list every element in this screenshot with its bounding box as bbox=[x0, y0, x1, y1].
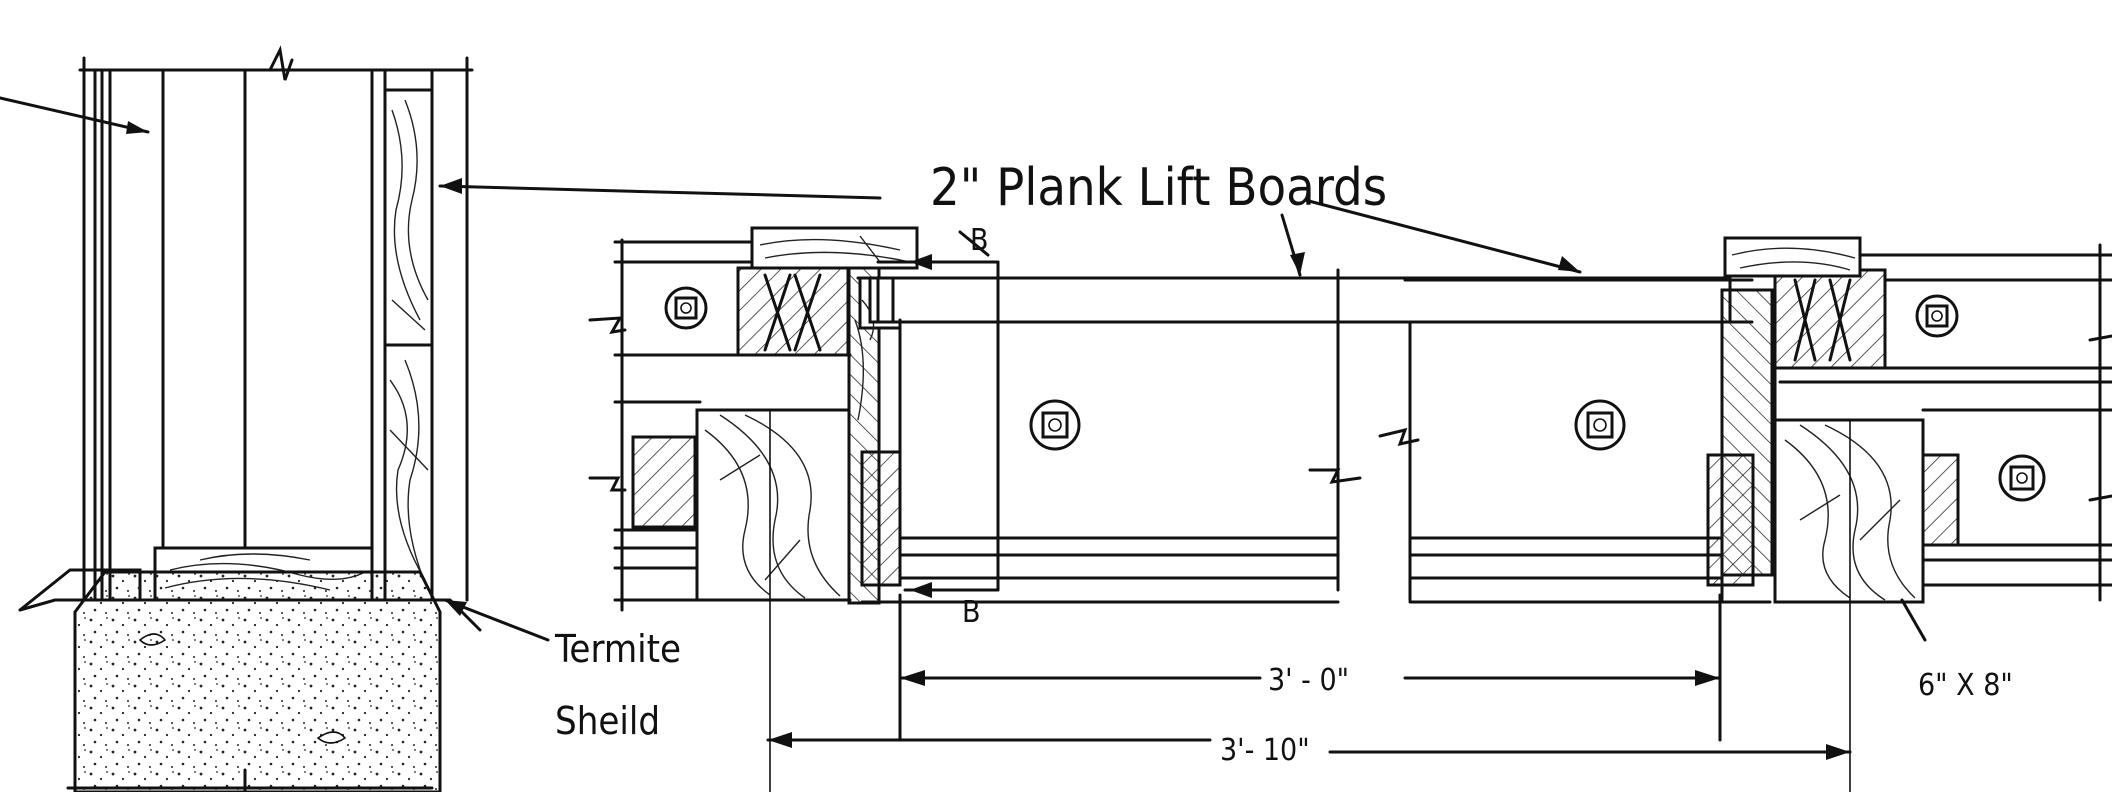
termite-label-line2: Sheild bbox=[555, 699, 660, 743]
section-marker-b: B B bbox=[876, 223, 1000, 630]
dimension-outer: 3'- 10" bbox=[766, 732, 1852, 768]
wall-section bbox=[0, 45, 882, 792]
plank-frame-right bbox=[1378, 236, 2112, 792]
plank-lift-boards-text: 2" Plank Lift Boards bbox=[930, 158, 1387, 218]
section-marker-b-bottom: B bbox=[962, 595, 981, 630]
dim-inner-text: 3' - 0" bbox=[1268, 663, 1349, 698]
dimension-inner: 3' - 0" bbox=[898, 593, 1722, 742]
post-size-label: 6" X 8" bbox=[1900, 598, 2013, 703]
dim-outer-text: 3'- 10" bbox=[1220, 733, 1310, 768]
plank-lift-boards-label: 2" Plank Lift Boards bbox=[930, 158, 1582, 277]
post-size-text: 6" X 8" bbox=[1918, 668, 2013, 703]
termite-shield-label: Termite Sheild bbox=[443, 598, 681, 743]
section-marker-b-top: B bbox=[970, 223, 989, 258]
termite-label-line1: Termite bbox=[554, 627, 681, 671]
plank-frame-left bbox=[588, 226, 1732, 792]
